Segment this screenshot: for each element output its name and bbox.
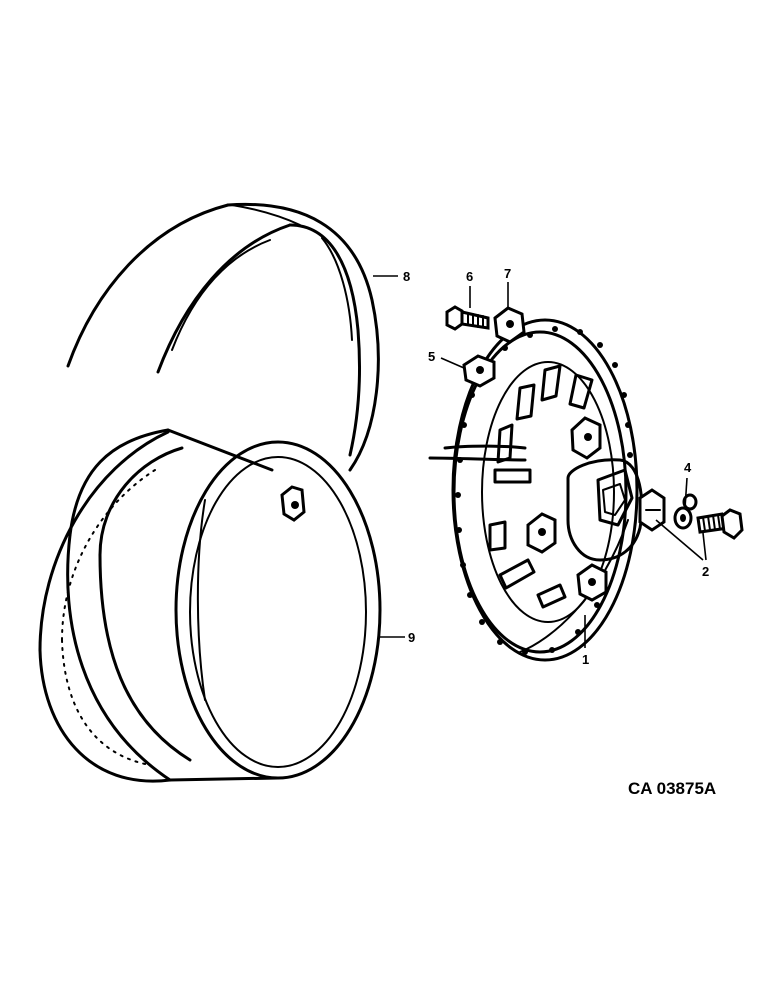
clamp-part-5 bbox=[462, 354, 496, 388]
callout-2: 2 bbox=[702, 564, 709, 579]
callout-7: 7 bbox=[504, 266, 511, 281]
bolt-part-6 bbox=[445, 305, 490, 331]
callout-4: 4 bbox=[684, 460, 692, 475]
wheel-disc-part-1 bbox=[428, 318, 644, 662]
stud-nut-part-2 bbox=[638, 488, 744, 540]
washer-part-4 bbox=[673, 493, 698, 530]
callout-6: 6 bbox=[466, 269, 473, 284]
figure-reference-code: CA 03875A bbox=[628, 779, 716, 798]
rim-ring-part-8 bbox=[66, 202, 380, 472]
callout-9: 9 bbox=[408, 630, 415, 645]
clamp-part-7 bbox=[493, 306, 526, 344]
rim-clamp-lug bbox=[280, 485, 306, 522]
callout-8: 8 bbox=[403, 269, 410, 284]
callout-1: 1 bbox=[582, 652, 589, 667]
stud-threads bbox=[702, 514, 721, 532]
disc-vent-slots bbox=[488, 364, 594, 609]
disc-bolt-holes bbox=[455, 326, 633, 655]
rim-assembly-part-9 bbox=[38, 428, 382, 783]
disc-clamp-lugs bbox=[526, 416, 608, 602]
bolt-threads bbox=[467, 312, 484, 328]
callout-5: 5 bbox=[428, 349, 435, 364]
disc-center-hub bbox=[566, 458, 644, 562]
leader-lines bbox=[373, 275, 707, 648]
